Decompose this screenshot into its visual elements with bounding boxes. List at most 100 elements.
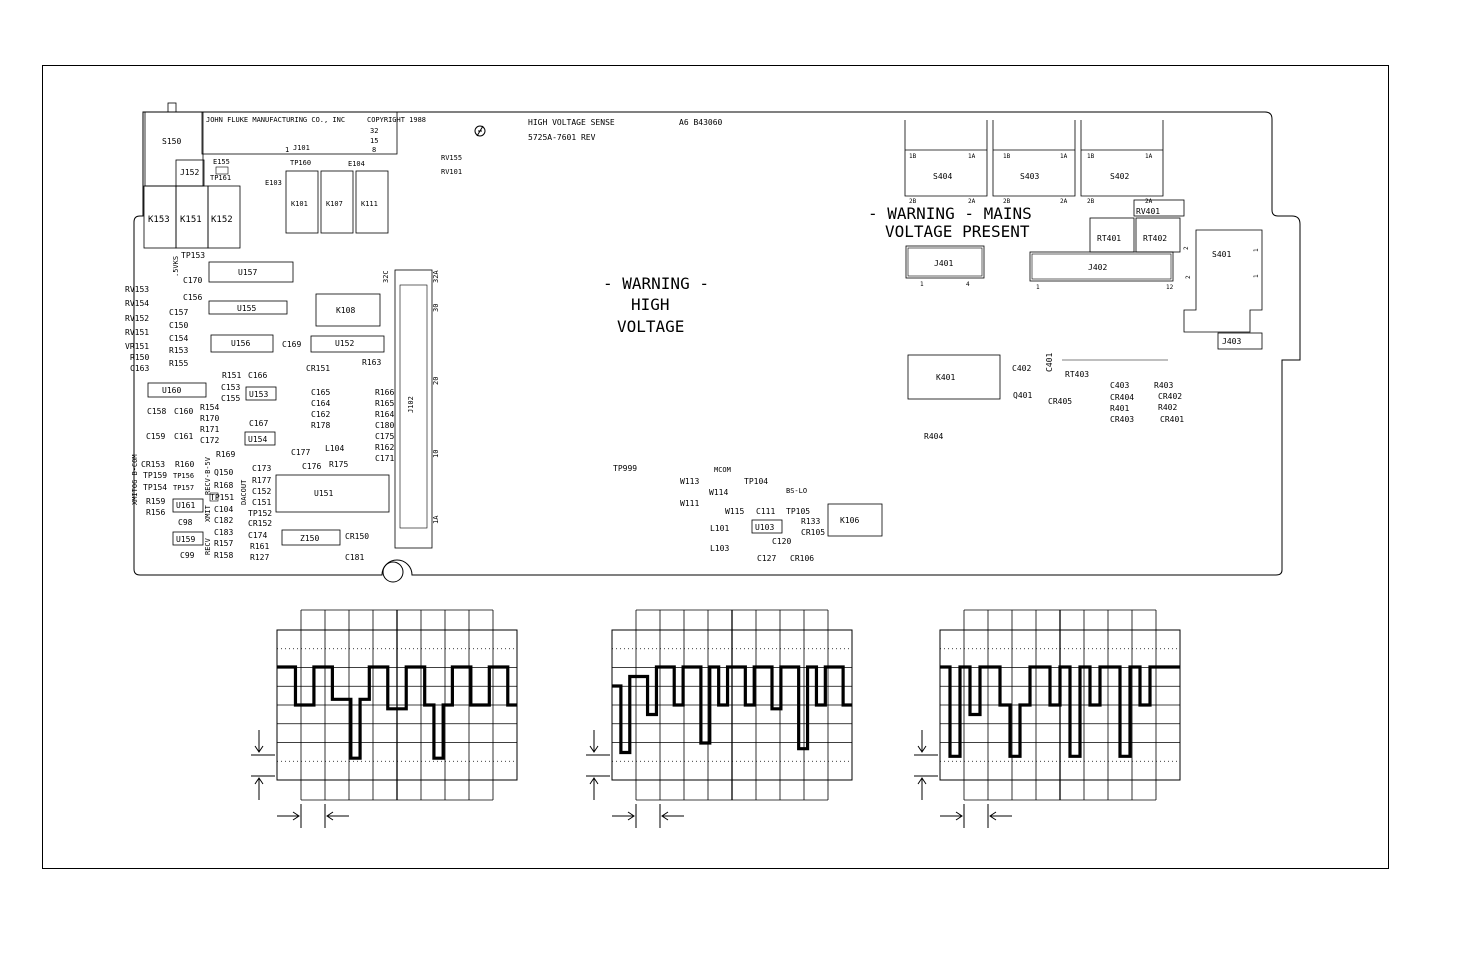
svg-text:R159: R159	[146, 497, 165, 506]
svg-text:R162: R162	[375, 443, 394, 452]
svg-text:R157: R157	[214, 539, 233, 548]
svg-text:K111: K111	[361, 200, 378, 208]
scope-grid	[251, 609, 518, 828]
svg-text:W111: W111	[680, 499, 699, 508]
svg-text:J402: J402	[1088, 263, 1107, 272]
svg-text:C111: C111	[756, 507, 775, 516]
mount-hole	[382, 561, 404, 583]
svg-text:R171: R171	[200, 425, 219, 434]
svg-text:W115: W115	[725, 507, 744, 516]
svg-text:Z150: Z150	[300, 534, 319, 543]
svg-text:RV101: RV101	[441, 168, 462, 176]
svg-text:TP105: TP105	[786, 507, 810, 516]
svg-text:2A: 2A	[1060, 198, 1068, 205]
hv-warning-line3: VOLTAGE	[617, 317, 684, 336]
svg-text:C166: C166	[248, 371, 267, 380]
svg-text:U159: U159	[176, 535, 195, 544]
mains-warning-line2: VOLTAGE PRESENT	[885, 222, 1030, 241]
svg-text:R153: R153	[169, 346, 188, 355]
svg-text:VR151: VR151	[125, 342, 149, 351]
svg-text:S404: S404	[933, 172, 952, 181]
svg-text:K108: K108	[336, 306, 355, 315]
svg-text:C163: C163	[130, 364, 149, 373]
part-number: 5725A-7601 REV	[528, 133, 596, 142]
svg-text:CR404: CR404	[1110, 393, 1134, 402]
svg-text:R163: R163	[362, 358, 381, 367]
svg-text:C160: C160	[174, 407, 193, 416]
svg-text:E103: E103	[265, 179, 282, 187]
svg-text:BS-LO: BS-LO	[786, 487, 807, 495]
svg-text:RT401: RT401	[1097, 234, 1121, 243]
svg-text:K152: K152	[211, 215, 233, 225]
svg-text:TP151: TP151	[210, 493, 234, 502]
svg-text:.5VKS: .5VKS	[172, 256, 180, 277]
svg-text:C169: C169	[282, 340, 301, 349]
svg-text:R169: R169	[216, 450, 235, 459]
svg-text:CR403: CR403	[1110, 415, 1134, 424]
svg-text:J102: J102	[407, 396, 415, 413]
scope-trace	[940, 665, 1180, 758]
svg-text:C171: C171	[375, 454, 394, 463]
svg-text:RV153: RV153	[125, 285, 149, 294]
scope-trace	[277, 665, 517, 760]
svg-text:C104: C104	[214, 505, 233, 514]
svg-text:C177: C177	[291, 448, 310, 457]
svg-text:C158: C158	[147, 407, 166, 416]
svg-text:R404: R404	[924, 432, 943, 441]
svg-text:C161: C161	[174, 432, 193, 441]
svg-text:R166: R166	[375, 388, 394, 397]
svg-text:1A: 1A	[1060, 153, 1068, 160]
svg-text:K107: K107	[326, 200, 343, 208]
svg-text:C176: C176	[302, 462, 321, 471]
svg-text:1: 1	[285, 146, 289, 154]
svg-text:C165: C165	[311, 388, 330, 397]
svg-text:R401: R401	[1110, 404, 1129, 413]
svg-text:R168: R168	[214, 481, 233, 490]
svg-text:Q401: Q401	[1013, 391, 1032, 400]
svg-text:C99: C99	[180, 551, 195, 560]
svg-text:C154: C154	[169, 334, 188, 343]
scope-horizontal-marker	[940, 804, 1012, 828]
scope-trace	[612, 665, 852, 755]
manufacturer-label: JOHN FLUKE MANUFACTURING CO., INC	[206, 116, 345, 124]
svg-text:C153: C153	[221, 383, 240, 392]
svg-text:C155: C155	[221, 394, 240, 403]
svg-text:C98: C98	[178, 518, 193, 527]
svg-text:R156: R156	[146, 508, 165, 517]
svg-text:C151: C151	[252, 498, 271, 507]
svg-text:CR106: CR106	[790, 554, 814, 563]
svg-text:DACOUT: DACOUT	[240, 479, 248, 505]
svg-text:20: 20	[432, 377, 440, 385]
scope-grid	[914, 609, 1181, 828]
svg-text:C164: C164	[311, 399, 330, 408]
svg-text:TP161: TP161	[210, 174, 231, 182]
svg-text:C174: C174	[248, 531, 267, 540]
svg-text:C175: C175	[375, 432, 394, 441]
svg-text:Q150: Q150	[214, 468, 233, 477]
svg-text:RV154: RV154	[125, 299, 149, 308]
svg-text:R177: R177	[252, 476, 271, 485]
scope-grid	[586, 609, 853, 828]
svg-text:C403: C403	[1110, 381, 1129, 390]
svg-text:C181: C181	[345, 553, 364, 562]
svg-text:1A: 1A	[432, 515, 440, 524]
svg-text:U155: U155	[237, 304, 256, 313]
scope-traces	[251, 609, 1181, 828]
svg-text:1A: 1A	[1145, 153, 1153, 160]
svg-text:1: 1	[1253, 248, 1260, 252]
svg-text:J401: J401	[934, 259, 953, 268]
svg-text:10: 10	[432, 450, 440, 458]
svg-text:TP153: TP153	[181, 251, 205, 260]
svg-text:2: 2	[1183, 246, 1190, 250]
svg-text:R175: R175	[329, 460, 348, 469]
svg-text:K153: K153	[148, 215, 170, 225]
svg-text:2B: 2B	[909, 198, 917, 205]
svg-text:CR105: CR105	[801, 528, 825, 537]
svg-text:1B: 1B	[909, 153, 917, 160]
svg-text:R155: R155	[169, 359, 188, 368]
svg-text:C152: C152	[252, 487, 271, 496]
svg-text:RV401: RV401	[1136, 207, 1160, 216]
svg-text:C127: C127	[757, 554, 776, 563]
svg-text:K151: K151	[180, 215, 202, 225]
